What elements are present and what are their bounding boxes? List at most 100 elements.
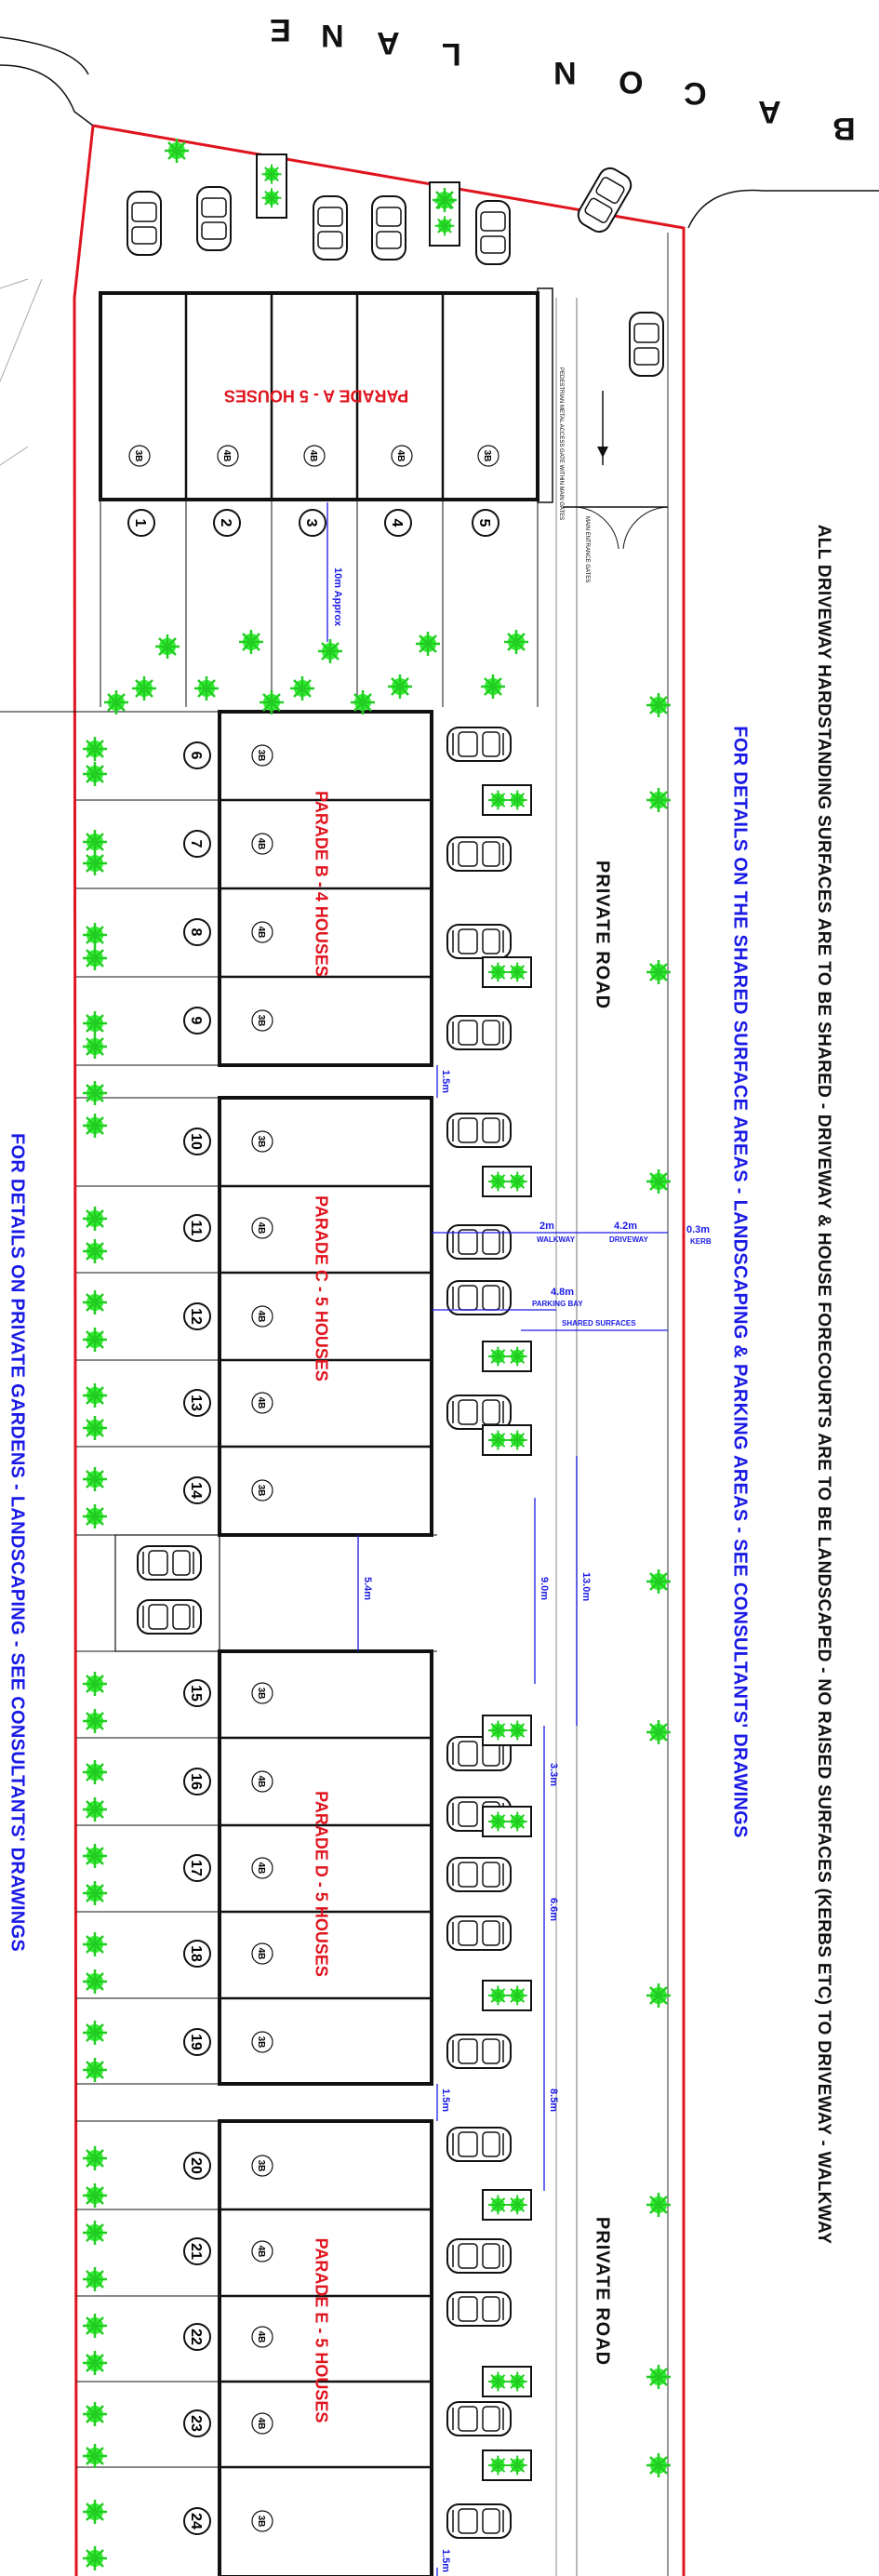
house-number-circle <box>183 1679 211 1707</box>
dim-gap-3: 1.5m <box>440 2549 451 2572</box>
dim-gap-2: 1.5m <box>440 2089 451 2112</box>
dim-kerb: 0.3m <box>686 1224 710 1235</box>
dim-turning: 5.4m <box>362 1577 373 1600</box>
house-type: 3B <box>133 450 143 462</box>
house-type: 3B <box>256 1015 266 1027</box>
house-type-circle <box>251 1217 273 1239</box>
trees <box>81 137 673 2572</box>
house-type: 4B <box>256 2246 266 2258</box>
house-type: 3B <box>256 2160 266 2172</box>
dim-driveway-label: DRIVEWAY <box>609 1235 649 1244</box>
house-number: 17 <box>188 1860 204 1876</box>
house-number: 21 <box>188 2243 204 2260</box>
house-number-circle <box>127 509 155 537</box>
parade-d-block <box>218 1649 433 2086</box>
house-number: 13 <box>188 1395 204 1411</box>
house-type: 4B <box>256 838 266 850</box>
house-type: 4B <box>256 1311 266 1323</box>
dim-gap-1: 1.5m <box>440 1070 451 1093</box>
house-type: 4B <box>256 2331 266 2343</box>
house-number: 8 <box>188 928 204 937</box>
road-label-2: PRIVATE ROAD <box>592 2216 613 2367</box>
house-type: 4B <box>256 1776 266 1788</box>
road-label-1: PRIVATE ROAD <box>592 860 613 1010</box>
house-type: 3B <box>256 1688 266 1700</box>
house-type-circle <box>251 1942 273 1965</box>
dim-walkway-label: WALKWAY <box>537 1235 576 1244</box>
house-type: 4B <box>256 927 266 939</box>
site-boundary-left <box>73 125 95 2576</box>
lane-letter-c: C <box>684 75 707 111</box>
note-shared: FOR DETAILS ON THE SHARED SURFACE AREAS … <box>729 726 751 1838</box>
lane-letter-n2: N <box>321 18 344 53</box>
house-number: 3 <box>303 519 319 527</box>
house-number: 23 <box>188 2415 204 2432</box>
lane-letter-a2: A <box>377 25 400 60</box>
lane-letter-o: O <box>619 64 644 100</box>
house-type: 4B <box>256 1948 266 1960</box>
house-type-circle <box>391 445 413 467</box>
rotated-dims: 10m Approx 1.5m 1.5m 1.5m 5.4m 9.0m 13.0… <box>332 367 592 2572</box>
house-type-circle <box>251 1009 273 1032</box>
dim-3: 3.3m <box>548 1763 559 1786</box>
house-number: 4 <box>389 519 405 527</box>
house-type: 4B <box>221 450 232 462</box>
house-number-circle <box>183 1854 211 1882</box>
dim-turn-a: 9.0m <box>539 1577 550 1600</box>
lane-letter-e: E <box>270 12 291 47</box>
lane-letter-b: B <box>832 111 856 146</box>
main-gate-label: MAIN ENTRANCE GATES <box>584 516 590 582</box>
house-type-circle <box>251 2326 273 2348</box>
house-number: 22 <box>188 2329 204 2345</box>
house-number-circle <box>183 2237 211 2265</box>
parking-cars <box>446 727 512 2539</box>
house-number: 15 <box>188 1685 204 1702</box>
house-type: 4B <box>256 1397 266 1409</box>
house-number: 2 <box>218 519 233 527</box>
house-number: 10 <box>188 1133 204 1150</box>
house-number-circle <box>183 2409 211 2437</box>
house-type-circle <box>251 1857 273 1879</box>
lane-letter-a: A <box>758 94 781 129</box>
house-number-circle <box>183 1128 211 1155</box>
house-type: 3B <box>256 750 266 762</box>
house-number-circle <box>183 1940 211 1968</box>
parade-a-cars <box>127 154 664 377</box>
house-type-circle <box>251 1479 273 1502</box>
house-type: 3B <box>482 450 492 462</box>
house-type: 4B <box>256 1222 266 1235</box>
house-type-circle <box>303 445 326 467</box>
house-number-circle <box>472 509 499 537</box>
parade-c-label: PARADE C - 5 HOUSES <box>312 1195 331 1381</box>
house-type: 3B <box>256 2516 266 2528</box>
dim-8: 8.5m <box>548 2089 559 2112</box>
house-number: 6 <box>188 752 204 760</box>
parade-a-label: PARADE A - 5 HOUSES <box>223 386 409 406</box>
parade-d-label: PARADE D - 5 HOUSES <box>312 1791 331 1977</box>
house-type-circle <box>251 2240 273 2262</box>
turning-head <box>114 1534 220 1652</box>
house-number: 20 <box>188 2157 204 2174</box>
dim-turn-b: 13.0m <box>580 1572 592 1601</box>
dim-approx: 10m Approx <box>332 567 343 627</box>
lane-letter-l: L <box>442 36 461 72</box>
house-type: 4B <box>256 2418 266 2430</box>
house-type: 4B <box>308 450 318 462</box>
house-number: 14 <box>188 1482 204 1499</box>
house-type: 4B <box>395 450 406 462</box>
house-type-circle <box>251 1770 273 1793</box>
house-number-circle <box>299 509 326 537</box>
parade-e-block <box>218 2119 433 2576</box>
house-type-circle <box>251 2510 273 2532</box>
house-number-circle <box>183 1214 211 1242</box>
house-number-circle <box>183 1007 211 1034</box>
house-number-circle <box>183 1768 211 1795</box>
house-number-circle <box>183 741 211 769</box>
house-number-circle <box>183 1389 211 1417</box>
house-type: 3B <box>256 1485 266 1497</box>
dim-shared-label: SHARED SURFACES <box>562 1319 636 1328</box>
house-number: 19 <box>188 2034 204 2050</box>
house-number: 24 <box>188 2513 204 2529</box>
